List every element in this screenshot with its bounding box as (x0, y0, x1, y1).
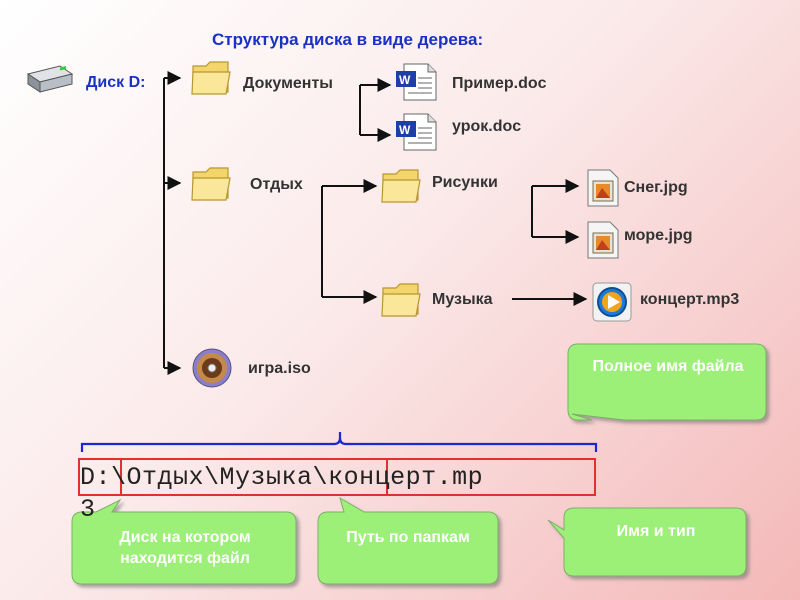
callout-bubble-full-name (567, 343, 767, 421)
path-folders: \Отдых\Музыка\ (111, 463, 329, 492)
folder-label-pictures: Рисунки (432, 174, 498, 191)
file-label-snow-jpg: Снег.jpg (624, 179, 688, 196)
word-document-icon: W (396, 113, 437, 151)
file-label-lesson-doc: урок.doc (452, 118, 522, 135)
file-label-game-iso: игра.iso (248, 360, 311, 377)
callout-disk: Диск на котором находится файл (119, 529, 251, 567)
path-file-name-wrap: 3 (80, 495, 96, 524)
path-drive: D: (80, 463, 112, 492)
svg-text:W: W (399, 73, 411, 87)
callout-path: Путь по папкам (346, 529, 470, 546)
folder-icon (381, 283, 421, 317)
image-file-icon (587, 221, 619, 259)
callout-name-type: Имя и тип (616, 523, 696, 540)
svg-text:W: W (399, 123, 411, 137)
folder-label-music: Музыка (432, 291, 493, 308)
full-file-path: D:\Отдых\Музыка\концерт.mp 3 (80, 462, 483, 526)
hard-drive-icon (26, 65, 74, 93)
path-file-name: концерт.mp (328, 463, 484, 492)
callout-bubble-disk (71, 498, 297, 585)
word-document-icon: W (396, 63, 437, 101)
file-label-example-doc: Пример.doc (452, 75, 547, 92)
folder-icon (191, 167, 231, 201)
image-file-icon (587, 169, 619, 207)
diagram-title: Структура диска в виде дерева: (212, 30, 484, 49)
folder-icon (381, 169, 421, 203)
callout-full-name: Полное имя файла (592, 358, 744, 375)
callout-bubble-path (317, 496, 499, 585)
folder-icon (191, 61, 231, 95)
disk-label: Диск D: (86, 74, 146, 91)
callout-bubble-name-type (547, 507, 747, 577)
folder-label-rest: Отдых (250, 176, 303, 193)
file-label-sea-jpg: море.jpg (624, 227, 693, 244)
path-file-box (386, 458, 596, 496)
media-player-icon (592, 282, 632, 322)
folder-label-documents: Документы (243, 75, 333, 92)
disc-image-icon (192, 348, 232, 388)
file-label-concert-mp3: концерт.mp3 (640, 291, 740, 308)
